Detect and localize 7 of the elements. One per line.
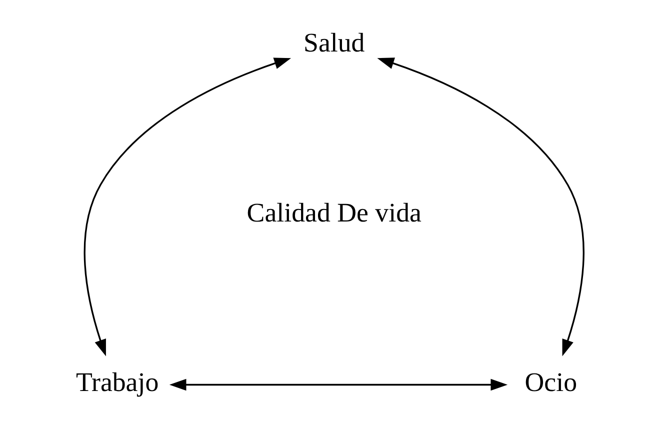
label: Calidad De vida [246,197,421,228]
node-text: Salud [303,28,364,58]
arrow [168,378,508,391]
arrow [376,58,584,356]
node-text: Ocio [524,367,577,398]
node-text: Trabajo [76,367,158,398]
arrow [83,58,291,356]
